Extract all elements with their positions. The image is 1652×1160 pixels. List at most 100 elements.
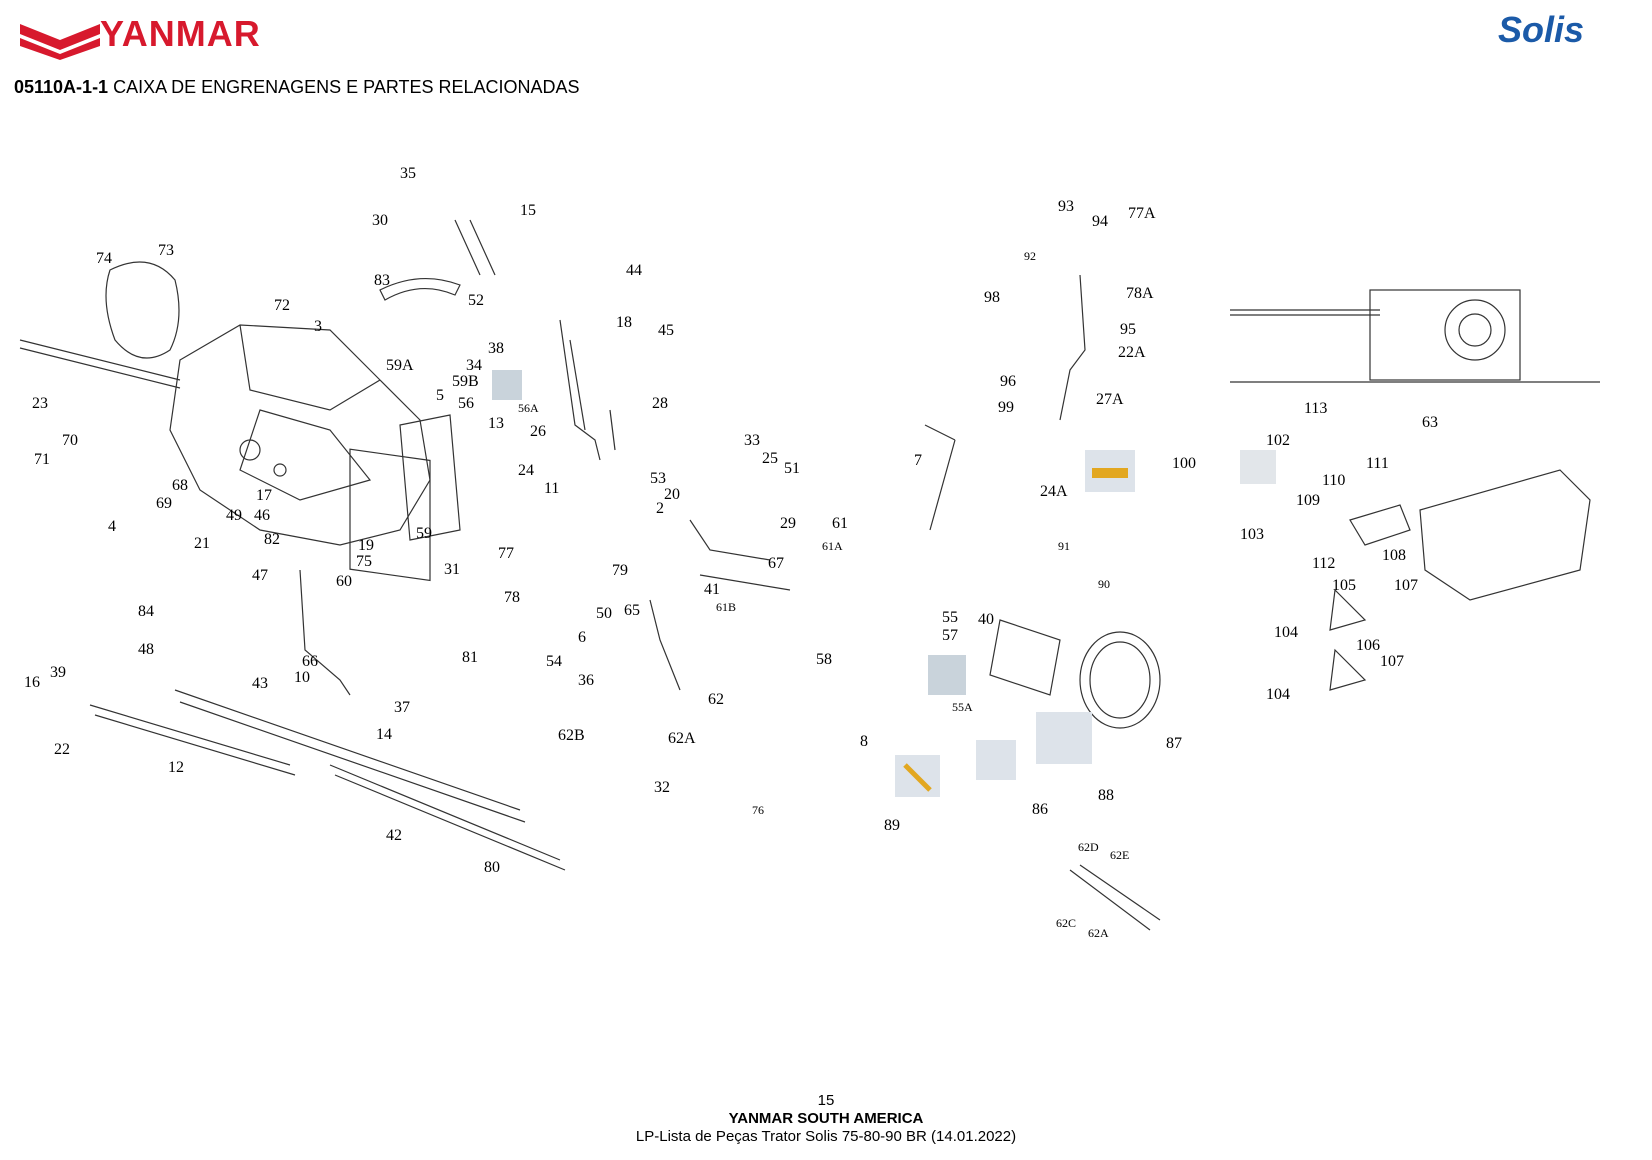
shaft-43-drawing xyxy=(174,689,526,823)
callout-21: 21 xyxy=(194,535,210,552)
callout-111: 111 xyxy=(1366,455,1389,472)
callout-23: 23 xyxy=(32,395,48,412)
callout-42: 42 xyxy=(386,827,402,844)
callout-22: 22 xyxy=(54,741,70,758)
callout-26: 26 xyxy=(530,423,546,440)
callout-30: 30 xyxy=(372,212,388,229)
shaft-12-drawing xyxy=(89,704,296,776)
callout-19: 19 xyxy=(358,537,374,554)
callout-92: 92 xyxy=(1024,249,1036,263)
callout-43: 43 xyxy=(252,675,268,692)
callout-36: 36 xyxy=(578,672,594,689)
callout-59: 59 xyxy=(416,525,432,542)
callout-95: 95 xyxy=(1120,321,1136,338)
callout-89: 89 xyxy=(884,817,900,834)
callout-3: 3 xyxy=(314,318,322,335)
callout-2: 2 xyxy=(656,500,664,517)
yanmar-logo-text: YANMAR xyxy=(100,13,261,54)
callout-38: 38 xyxy=(488,340,504,357)
callout-108: 108 xyxy=(1382,547,1406,564)
title-text: CAIXA DE ENGRENAGENS E PARTES RELACIONAD… xyxy=(108,77,580,97)
callout-68: 68 xyxy=(172,477,188,494)
exploded-parts-diagram: 35 30 15 74 73 83 72 52 3 38 34 59A 59B … xyxy=(19,165,1600,940)
callout-63: 63 xyxy=(1422,414,1438,431)
callout-75: 75 xyxy=(356,553,372,570)
callout-90: 90 xyxy=(1098,577,1110,591)
callout-69: 69 xyxy=(156,495,172,512)
callout-55A: 55A xyxy=(952,700,973,714)
callout-34: 34 xyxy=(466,357,482,374)
callout-78A: 78A xyxy=(1126,285,1154,302)
callout-62D: 62D xyxy=(1078,840,1099,854)
callout-106: 106 xyxy=(1356,637,1380,654)
callout-32: 32 xyxy=(654,779,670,796)
callout-24A: 24A xyxy=(1040,483,1068,500)
solis-logo-text: Solis xyxy=(1498,10,1584,50)
callout-110: 110 xyxy=(1322,472,1345,489)
callout-37: 37 xyxy=(394,699,410,716)
callout-77: 77 xyxy=(498,545,514,562)
callout-17: 17 xyxy=(256,487,272,504)
callout-59A: 59A xyxy=(386,357,414,374)
callout-88: 88 xyxy=(1098,787,1114,804)
callout-28: 28 xyxy=(652,395,668,412)
callout-47: 47 xyxy=(252,567,268,584)
callout-104: 104 xyxy=(1274,624,1298,641)
callout-102: 102 xyxy=(1266,432,1290,449)
callout-74: 74 xyxy=(96,250,112,267)
callout-52: 52 xyxy=(468,292,484,309)
callout-83: 83 xyxy=(374,272,390,289)
callout-86: 86 xyxy=(1032,801,1048,818)
callout-72: 72 xyxy=(274,297,290,314)
callout-99: 99 xyxy=(998,399,1014,416)
page-number: 15 xyxy=(817,1092,835,1109)
callout-76: 76 xyxy=(752,803,764,817)
callout-94: 94 xyxy=(1092,213,1108,230)
page-title: 05110A-1-1 CAIXA DE ENGRENAGENS E PARTES… xyxy=(14,76,580,98)
callout-91: 91 xyxy=(1058,539,1070,553)
callout-11: 11 xyxy=(544,480,559,497)
callout-56A: 56A xyxy=(518,401,539,415)
callout-62A: 62A xyxy=(668,730,696,747)
callout-81: 81 xyxy=(462,649,478,666)
callout-105: 105 xyxy=(1332,577,1356,594)
callout-6: 6 xyxy=(578,629,586,646)
callout-61A: 61A xyxy=(822,539,843,553)
callout-60: 60 xyxy=(336,573,352,590)
callout-77A: 77A xyxy=(1128,205,1156,222)
callout-10: 10 xyxy=(294,669,310,686)
callout-112: 112 xyxy=(1312,555,1335,572)
callout-79: 79 xyxy=(612,562,628,579)
callout-35: 35 xyxy=(400,165,416,182)
callout-45: 45 xyxy=(658,322,674,339)
shaft-23-drawing xyxy=(19,339,181,389)
callout-107: 107 xyxy=(1394,577,1418,594)
callout-22A: 22A xyxy=(1118,344,1146,361)
callout-49: 49 xyxy=(226,507,242,524)
callout-62A-cable: 62A xyxy=(1088,926,1109,940)
callout-18: 18 xyxy=(616,314,632,331)
callout-7: 7 xyxy=(914,452,922,469)
footer-subtitle: LP-Lista de Peças Trator Solis 75-80-90 … xyxy=(635,1128,1017,1145)
callout-96: 96 xyxy=(1000,373,1016,390)
callout-73: 73 xyxy=(158,242,174,259)
callout-109: 109 xyxy=(1296,492,1320,509)
callout-62: 62 xyxy=(708,691,724,708)
callout-62C: 62C xyxy=(1056,916,1076,930)
callout-78: 78 xyxy=(504,589,520,606)
gearbox-housing-drawing xyxy=(169,324,431,582)
callout-5: 5 xyxy=(436,387,444,404)
callout-67: 67 xyxy=(768,555,784,572)
callout-104b: 104 xyxy=(1266,686,1290,703)
callout-61B: 61B xyxy=(716,600,736,614)
callout-29: 29 xyxy=(780,515,796,532)
callout-13: 13 xyxy=(488,415,504,432)
callout-48: 48 xyxy=(138,641,154,658)
callout-14: 14 xyxy=(376,726,392,743)
solis-logo: Solis xyxy=(1498,10,1584,50)
callout-87: 87 xyxy=(1166,735,1182,752)
callout-113: 113 xyxy=(1304,400,1327,417)
callout-80: 80 xyxy=(484,859,500,876)
callout-8: 8 xyxy=(860,733,868,750)
callout-40: 40 xyxy=(978,611,994,628)
